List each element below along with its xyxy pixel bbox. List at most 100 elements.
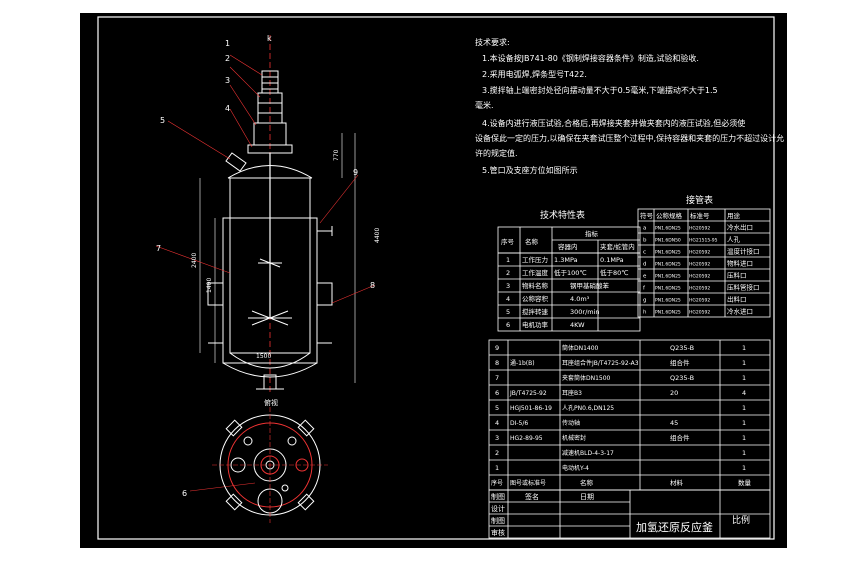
- parts-cell: 1: [742, 464, 746, 472]
- parts-cell: 3: [495, 434, 499, 442]
- nozzle-cell: 温度计接口: [727, 247, 760, 256]
- spec-cell: 公称容积: [522, 294, 549, 303]
- tech-req-item-cont: 毫米.: [475, 100, 494, 110]
- balloon-4: 4: [225, 104, 230, 113]
- scale-label: 比例: [732, 514, 750, 526]
- balloon-1: 1: [225, 39, 230, 48]
- parts-cell: Q235-B: [670, 374, 694, 382]
- parts-cell: Q235-B: [670, 344, 694, 352]
- nozzle-cell: 物料进口: [727, 259, 753, 268]
- plan-lug-sw: [225, 493, 243, 511]
- impeller-lower: [248, 310, 292, 326]
- parts-cell: 通-1b(B): [510, 359, 535, 367]
- spec-header-index: 指标: [585, 229, 599, 238]
- parts-cell: 耳座组合件JB/T4725-92-A3: [562, 359, 639, 367]
- balloon-5: 5: [160, 116, 165, 125]
- parts-header: 材料: [670, 478, 684, 487]
- balloon-8: 8: [370, 281, 375, 290]
- nozzle-frame: [637, 208, 771, 318]
- nozzle-cell: HG20592: [689, 250, 710, 256]
- spec-cell: 3: [506, 282, 510, 290]
- tech-requirements: 技术要求: 1.本设备按JB741-80《钢制焊接容器条件》制造,试验和验收. …: [475, 37, 784, 175]
- parts-cell: 1: [742, 419, 746, 427]
- spec-cell: 2: [506, 269, 510, 277]
- balloon-7: 7: [156, 244, 161, 253]
- dim-770: 770: [333, 149, 340, 161]
- support-lug-right: [316, 282, 333, 306]
- spec-cell: 6: [506, 321, 510, 329]
- spec-cell: 工作压力: [522, 255, 548, 264]
- nozzle-cell: HG21515-95: [689, 238, 718, 244]
- parts-header: 序号: [491, 479, 503, 487]
- spec-sub-vessel: 容器内: [558, 242, 578, 251]
- dim-4400: 4400: [374, 228, 381, 243]
- parts-cell: HG2-89-95: [510, 435, 543, 442]
- nozzle-cell: PN1.6DN25: [655, 262, 681, 268]
- support-lug-left: [207, 282, 224, 306]
- parts-cell: 减速机BLD-4-3-17: [562, 449, 614, 457]
- spec-cell: 搅拌转速: [522, 307, 549, 316]
- vessel-elevation: [155, 35, 376, 492]
- parts-cell: 人孔PN0.6,DN125: [562, 404, 614, 412]
- nozzle-cell: h: [643, 310, 647, 316]
- spec-cell: 工作温度: [522, 268, 549, 277]
- spec-cell: 5: [506, 308, 510, 316]
- dim-1500: 1500: [256, 353, 271, 360]
- balloon-9: 9: [353, 168, 358, 177]
- spec-header-idx: 序号: [501, 237, 515, 246]
- spec-cell: 电机功率: [522, 320, 549, 329]
- parts-cell: 组合件: [670, 433, 690, 442]
- tech-req-item: 1.本设备按JB741-80《钢制焊接容器条件》制造,试验和验收.: [482, 53, 699, 63]
- spec-cell: 300r/min: [570, 308, 600, 316]
- parts-cell: 1: [495, 464, 499, 472]
- title-row-label: 设计: [491, 504, 505, 513]
- nozzle-title: 接管表: [686, 194, 713, 206]
- parts-cell: 1: [742, 344, 746, 352]
- spec-cell: 0.1MPa: [600, 256, 624, 264]
- nozzle-cell: PN1.6DN25: [655, 250, 681, 256]
- nozzle-cell: PN1.6DN25: [655, 310, 681, 316]
- parts-cell: 2: [495, 449, 499, 457]
- nozzle-cell: HG20592: [689, 298, 710, 304]
- title-row-label: 制图: [491, 516, 505, 525]
- parts-cell: 9: [495, 344, 499, 352]
- parts-cell: DI-5/6: [510, 420, 528, 427]
- nozzle-cell: 冷水进口: [727, 307, 753, 316]
- nozzle-cell: PN1.6DN25: [655, 286, 681, 292]
- tech-req-item: 2.采用电弧焊,焊条型号T422.: [482, 69, 587, 79]
- parts-cell: 4: [742, 389, 746, 397]
- plan-lug-se: [297, 493, 315, 511]
- tech-req-item: 5.管口及支座方位如图所示: [482, 165, 578, 175]
- nozzle-cell: HG20592: [689, 286, 710, 292]
- nozzle-cell: HG20592: [689, 226, 710, 232]
- tech-req-item: 4.设备内进行液压试验,合格后,再焊接夹套并做夹套内的液压试验,但必须使: [482, 118, 745, 128]
- nozzle-cell: g: [643, 298, 647, 304]
- parts-cell: 6: [495, 389, 499, 397]
- bottom-head: [229, 352, 311, 369]
- parts-cell: 筒体DN1400: [562, 344, 599, 352]
- tech-spec-title: 技术特性表: [540, 209, 585, 221]
- parts-cell: 5: [495, 404, 499, 412]
- parts-cell: 1: [742, 449, 746, 457]
- nozzle-header: 标准号: [690, 211, 710, 220]
- parts-cell: 耳座B3: [562, 389, 582, 397]
- nozzle-cell: f: [643, 286, 646, 292]
- spec-header-name: 名称: [525, 237, 539, 246]
- nozzle-cell: PN1.6DN25: [655, 274, 681, 280]
- tech-req-item-cont: 设备保此一定的压力,以确保在夹套试压整个过程中,保持容器和夹套的压力不超过设计允: [475, 133, 784, 143]
- nozzle-cell: 出料口: [727, 295, 747, 304]
- title-signature-label: 签名: [525, 492, 539, 501]
- balloon-6: 6: [182, 489, 187, 498]
- nozzle-cell: HG20592: [689, 310, 710, 316]
- nozzle-cell: a: [643, 226, 646, 232]
- tech-req-heading: 技术要求:: [475, 37, 510, 47]
- title-row-label: 制图: [491, 492, 505, 501]
- spec-cell: 低于80℃: [600, 268, 629, 277]
- parts-cell: 电动机Y-4: [562, 464, 589, 472]
- nozzle-cell: PN1.6DN50: [655, 238, 681, 244]
- dim-1400: 1400: [206, 278, 213, 293]
- nozzle-header: 符号: [640, 211, 654, 220]
- nozzle-cell: 压料管接口: [727, 283, 760, 292]
